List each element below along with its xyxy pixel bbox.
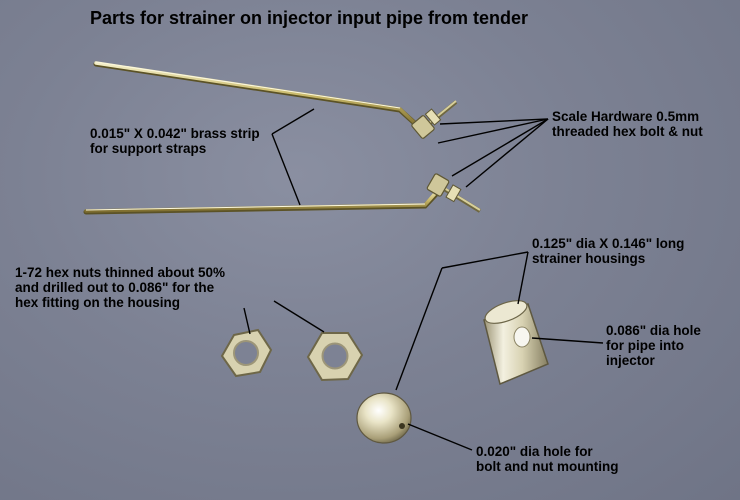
strainer-housing-end [356, 392, 412, 444]
hardware-label: Scale Hardware 0.5mm threaded hex bolt &… [552, 109, 703, 139]
lower-bolt-nut [426, 173, 482, 213]
pipe-hole-label: 0.086" dia hole for pipe into injector [606, 323, 701, 368]
housings-label: 0.125" dia X 0.146" long strainer housin… [532, 236, 685, 266]
upper-bolt-nut [411, 100, 458, 139]
strainer-housing-cylinder [483, 300, 549, 386]
brass-strip-label: 0.015" X 0.042" brass strip for support … [90, 126, 260, 156]
lower-strap [83, 187, 443, 215]
hex-nuts-label: 1-72 hex nuts thinned about 50% and dril… [15, 265, 226, 310]
upper-strap [93, 61, 423, 131]
hex-nut-left [220, 328, 273, 378]
leader-lines [243, 108, 604, 451]
bolt-hole-label: 0.020" dia hole for bolt and nut mountin… [476, 444, 619, 474]
page-title: Parts for strainer on injector input pip… [90, 8, 529, 28]
hex-nut-right [306, 332, 364, 382]
